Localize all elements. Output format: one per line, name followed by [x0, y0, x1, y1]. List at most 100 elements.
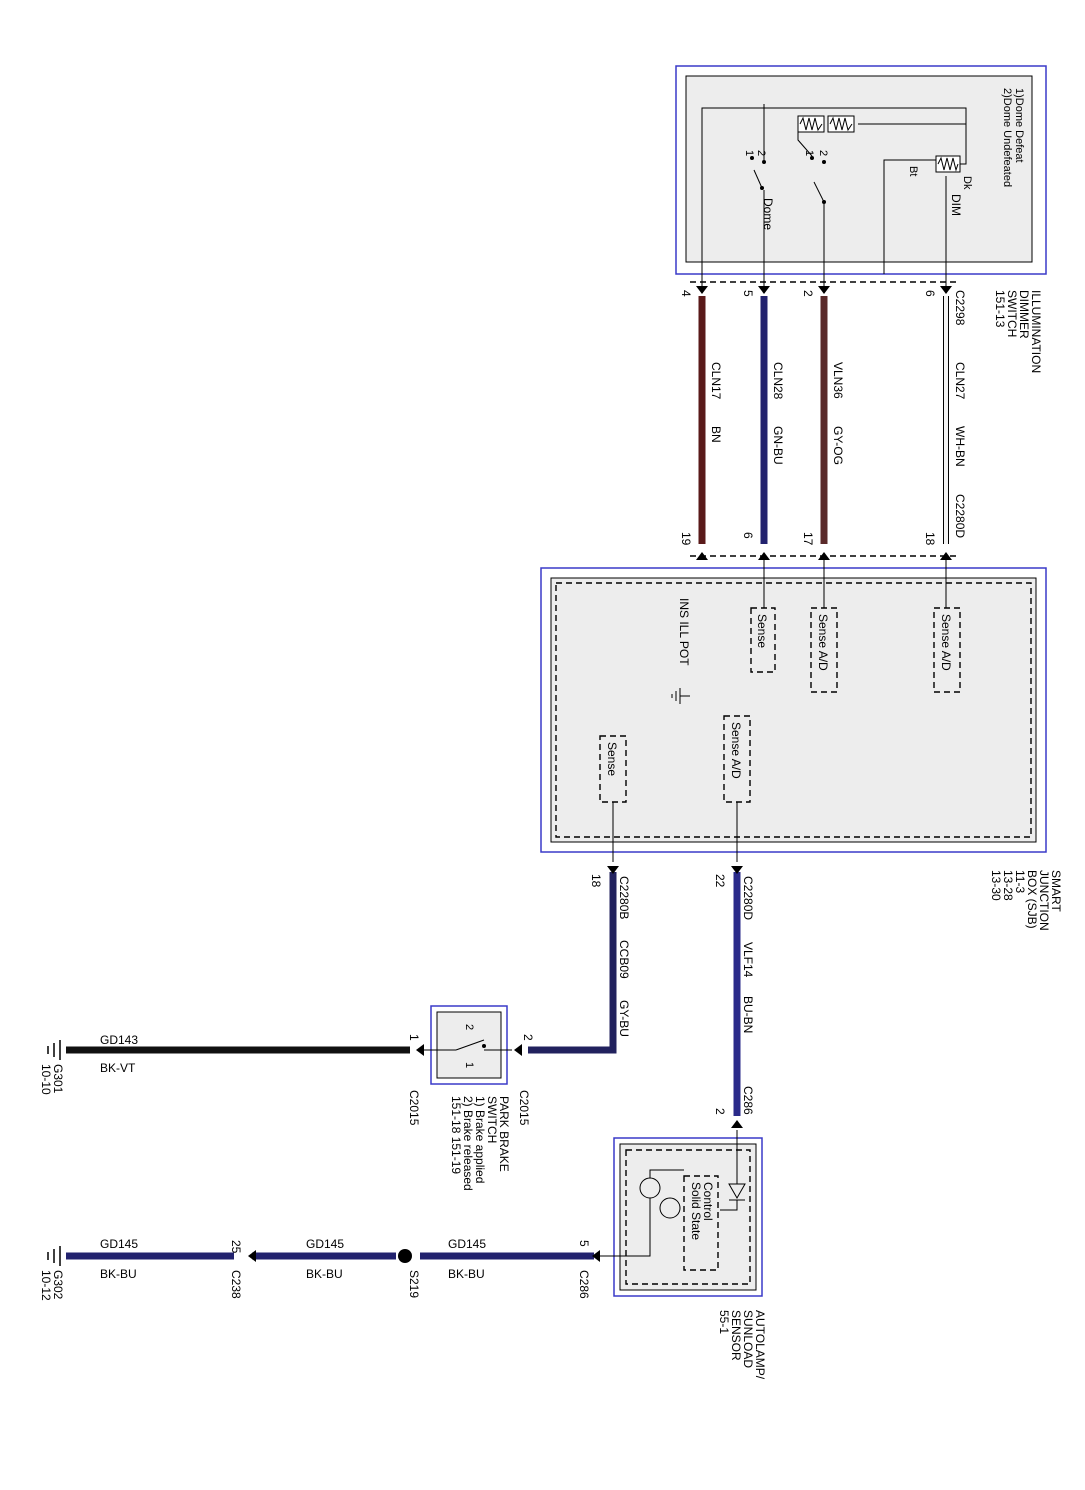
sensor-inner-box	[619, 1143, 757, 1291]
sense-2: Sense	[605, 742, 619, 776]
park-pos-2: 2	[463, 1024, 475, 1030]
park-connector-left: C2015	[407, 1090, 421, 1126]
wire-pin-top: 6	[923, 290, 937, 297]
park-brake-switch: 2 1 1 C2015 PARK BRAKE SWITCH 1) Brake a…	[407, 1005, 512, 1191]
ccb09-color: GY-BU	[617, 1000, 631, 1037]
gd145-color-1: BK-BU	[448, 1267, 485, 1281]
wire-gd143: GD143 BK-VT G301 10-10	[39, 1033, 410, 1095]
dim-label: DIM	[949, 194, 963, 216]
vlf14-end-pin: 2	[713, 1108, 727, 1115]
park-pos-1: 1	[463, 1062, 475, 1068]
dimmer-connector: C2298	[953, 290, 967, 326]
wire-pin-bottom: 19	[679, 532, 693, 546]
sjb-title-3: BOX (SJB)	[1025, 870, 1039, 929]
wire-color-code: BN	[709, 426, 723, 443]
wire-vlf14: C2280D 22 VLF14 BU-BN C286 2	[713, 866, 755, 1128]
park-brake-title: PARK BRAKE SWITCH 1) Brake applied 2) Br…	[449, 1096, 511, 1191]
sjb-inner-box	[550, 577, 1037, 843]
ins-ill-pot-label: INS ILL POT	[677, 598, 691, 666]
wire-circuit: CLN17	[709, 362, 723, 400]
park-title-5: 151-18 151-19	[449, 1096, 463, 1174]
ccb09-pin: 18	[589, 874, 603, 888]
ccb09-end-connector: C2015	[517, 1090, 531, 1126]
top-wires: 618CLN27WH-BN217VLN36GY-OG56CLN28GN-BU41…	[679, 286, 967, 560]
park-brake-switch-icon	[420, 1039, 512, 1051]
ccb09-connector: C2280B	[617, 876, 631, 919]
wire-circuit: CLN27	[953, 362, 967, 400]
sjb-title-6: 13-30	[989, 870, 1003, 901]
gd143-color: BK-VT	[100, 1061, 136, 1075]
dome-pos-1: 1	[743, 150, 755, 156]
vlf14-connector: C2280D	[741, 876, 755, 920]
photodiode-icon	[600, 1169, 684, 1257]
wire-pin-bottom: 18	[923, 532, 937, 546]
g302-label: G302	[51, 1270, 65, 1300]
gd145-circuit-1: GD145	[448, 1237, 486, 1251]
sensor-title-1: AUTOLAMP/	[753, 1310, 767, 1380]
dimmer-internal-line	[701, 107, 967, 290]
wire-pin-top: 5	[741, 290, 755, 297]
dimmer-title: ILLUMINATION DIMMER SWITCH 151-13	[993, 290, 1043, 373]
connector-arrow-icon	[607, 866, 619, 874]
sjb-title-4: 11-3	[1013, 870, 1027, 893]
dome-switch-icon	[750, 156, 766, 190]
sensor-dashed-border	[625, 1149, 751, 1285]
wire-pin-bottom: 17	[801, 532, 815, 546]
park-title-3: 1) Brake applied	[473, 1096, 487, 1183]
dimmer-title-4: 151-13	[993, 290, 1007, 328]
wire-ccb09: C2280B 18 CCB09 GY-BU C2015 2	[514, 866, 631, 1126]
wire-ccb09-line	[528, 872, 617, 1054]
sjb-title: SMART JUNCTION BOX (SJB) 11-3 13-28 13-3…	[989, 870, 1063, 931]
sense-ad-3: Sense A/D	[729, 722, 743, 779]
sense-box	[750, 607, 776, 673]
sense-ad-1: Sense A/D	[939, 614, 953, 671]
sensor-connector: C286	[577, 1270, 591, 1299]
gd145-color-2: BK-BU	[306, 1267, 343, 1281]
smart-junction-box: Sense A/D Sense A/D Sense INS ILL POT Se…	[540, 560, 1063, 931]
wire-pin-bottom: 6	[741, 532, 755, 539]
vlf14-circuit: VLF14	[741, 942, 755, 978]
autolamp-sensor: Control Solid State AUTOLAMP/ SUNLOAD SE…	[600, 1130, 767, 1380]
sensor-control-label: Control	[701, 1182, 715, 1221]
splice-label: S219	[407, 1270, 421, 1298]
connector-arrow-icon	[416, 1044, 424, 1056]
sensor-solid-state-label: Solid State	[689, 1182, 703, 1240]
dimmer-title-3: SWITCH	[1005, 290, 1019, 337]
dimmer-switch-inner-box	[685, 75, 1033, 263]
ground-g302-icon	[47, 1246, 61, 1266]
c238-pin: 25	[229, 1240, 243, 1254]
c238-connector: C238	[229, 1270, 243, 1299]
dimmer-title-1: ILLUMINATION	[1029, 290, 1043, 373]
diode-icon	[720, 1130, 746, 1211]
splice-dot-icon	[398, 1249, 412, 1263]
wire-color-code: WH-BN	[953, 426, 967, 467]
sensor-title-3: SENSOR	[729, 1310, 743, 1361]
wire-gd145: GD145 BK-BU GD145 BK-BU GD145 BK-BU 5 C2…	[39, 1237, 600, 1301]
wire-circuit: CLN28	[771, 362, 785, 400]
dim-resistor-icon	[935, 155, 961, 173]
gd143-circuit: GD143	[100, 1033, 138, 1047]
vlf14-color: BU-BN	[741, 996, 755, 1033]
dome-label: Dome	[761, 198, 775, 230]
wire-circuit: VLN36	[831, 362, 845, 399]
bt-label: Bt	[907, 166, 919, 176]
ccb09-end-pin: 2	[521, 1034, 535, 1041]
g302-ref: 10-12	[39, 1270, 53, 1301]
dk-label: Dk	[961, 176, 973, 190]
ground-icon	[671, 688, 690, 704]
sense-ad-2: Sense A/D	[816, 614, 830, 671]
sensor-control-box	[683, 1175, 719, 1271]
g301-ref: 10-10	[39, 1064, 53, 1095]
park-title-4: 2) Brake released	[461, 1096, 475, 1191]
connector-arrow-icon	[514, 1044, 522, 1056]
sjb-top-connector: C2280D	[953, 494, 967, 538]
dome-pos-2: 2	[755, 150, 767, 156]
gd145-color-3: BK-BU	[100, 1267, 137, 1281]
resistor-icon	[797, 115, 855, 157]
connector-arrow-icon	[731, 1120, 743, 1128]
connector-arrow-icon	[940, 286, 952, 294]
dimmer-title-2: DIMMER	[1017, 290, 1031, 339]
